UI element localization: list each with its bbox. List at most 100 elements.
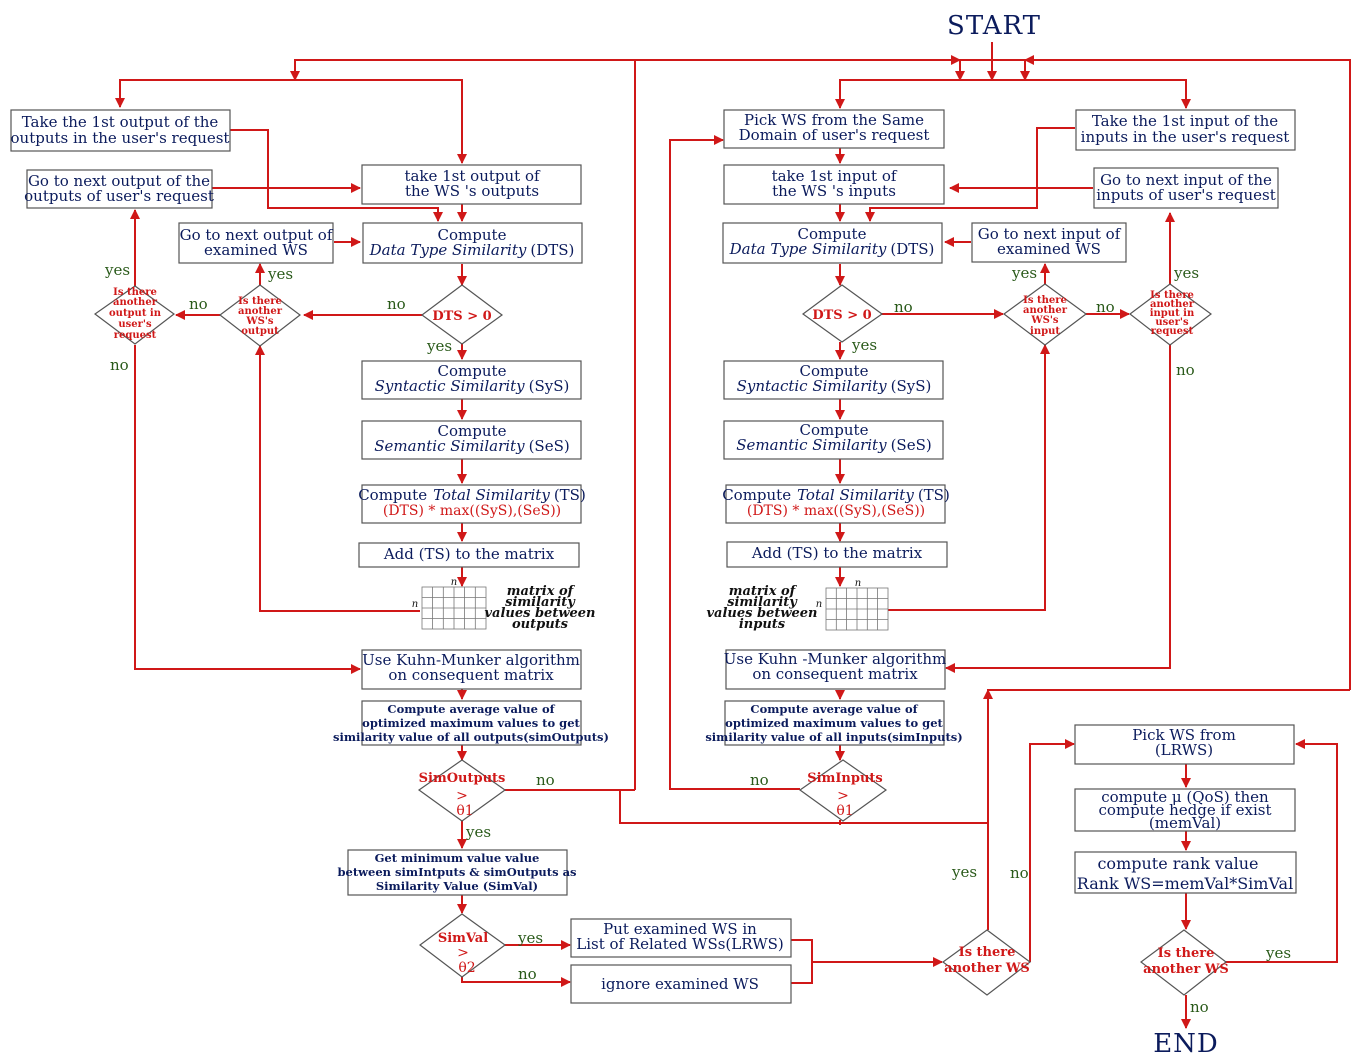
simval-gt: > bbox=[457, 945, 469, 961]
simoutputs-decision: SimOutputs > θ1 bbox=[417, 759, 507, 822]
left-compute-dts-line2: Data Type Similarity(DTS) bbox=[369, 241, 575, 259]
siminputs-label: SimInputs bbox=[807, 771, 882, 786]
simoutputs-label: SimOutputs bbox=[419, 771, 506, 786]
right-compute-sys-box: Compute Syntactic Similarity(SyS) bbox=[723, 360, 944, 400]
get-min-line2: between simIntputs & simOutputs as bbox=[337, 865, 576, 879]
right-matrix-n-top: n bbox=[855, 578, 861, 589]
pick-lrws-line1: Pick WS from bbox=[1132, 726, 1236, 744]
left-another-ws-output-l4: output bbox=[241, 326, 279, 337]
simval-theta: θ2 bbox=[458, 960, 475, 976]
right-compute-ses-line1: Compute bbox=[800, 421, 869, 439]
right-dts-decision: DTS > 0 bbox=[801, 284, 884, 343]
right-matrix: n n matrix of similarity values between … bbox=[706, 578, 889, 632]
left-another-output-request-l5: request bbox=[114, 330, 157, 341]
yes-label: yes bbox=[1173, 264, 1199, 282]
take-first-output-ws-line1: take 1st output of bbox=[404, 167, 541, 185]
right-average-line3: similarity value of all inputs(simInputs… bbox=[705, 730, 962, 744]
right-average-line1: Compute average value of bbox=[750, 702, 918, 716]
no-label: no bbox=[1096, 298, 1115, 316]
right-matrix-label-l2: similarity bbox=[727, 595, 798, 610]
left-sys-name: Syntactic Similarity bbox=[375, 377, 526, 395]
right-dts-name: Data Type Similarity bbox=[729, 240, 887, 258]
branch-labels: yes yes no no yes no no yes yes no no ye… bbox=[104, 261, 1291, 1016]
left-another-output-request-decision: Is there another output in user's reques… bbox=[93, 285, 176, 345]
take-first-input-ws-box: take 1st input of the WS 's inputs bbox=[723, 164, 945, 205]
rank-box: compute rank value Rank WS=memVal*SimVal bbox=[1074, 851, 1297, 894]
next-input-ws-line1: Go to next input of bbox=[978, 225, 1122, 243]
left-dts-decision: DTS > 0 bbox=[420, 284, 504, 345]
right-another-input-request-l3: input in bbox=[1150, 308, 1195, 319]
left-matrix-label-l3: values between bbox=[484, 606, 595, 621]
no-label: no bbox=[1010, 864, 1029, 882]
siminputs-theta: θ1 bbox=[836, 803, 853, 819]
left-another-output-request-l1: Is there bbox=[113, 287, 157, 298]
next-output-request-line2: outputs of user's request bbox=[24, 187, 214, 205]
pick-lrws-line2: (LRWS) bbox=[1155, 741, 1213, 759]
right-matrix-label-l3: values between bbox=[706, 606, 817, 621]
simoutputs-gt: > bbox=[456, 788, 468, 804]
no-label: no bbox=[189, 295, 208, 313]
no-label: no bbox=[110, 356, 129, 374]
left-matrix-n-left: n bbox=[412, 599, 418, 610]
next-output-ws-line2: examined WS bbox=[204, 241, 308, 259]
left-ses-name: Semantic Similarity bbox=[374, 437, 525, 455]
right-ts-formula: (DTS) * max((SyS),(SeS)) bbox=[747, 503, 925, 519]
right-compute-dts-line2: Data Type Similarity(DTS) bbox=[729, 240, 935, 258]
right-matrix-label-l1: matrix of bbox=[729, 584, 798, 599]
right-compute-dts-box: Compute Data Type Similarity(DTS) bbox=[722, 222, 943, 264]
right-ses-abbrev: (SeS) bbox=[891, 436, 932, 454]
left-kuhn-box: Use Kuhn-Munker algorithm on consequent … bbox=[361, 649, 582, 690]
right-another-ws-input-l2: another bbox=[1023, 305, 1068, 316]
right-another-input-request-l1: Is there bbox=[1150, 290, 1194, 301]
no-label: no bbox=[750, 771, 769, 789]
take-first-input-request-box: Take the 1st input of the inputs in the … bbox=[1075, 109, 1296, 151]
pick-lrws-box: Pick WS from (LRWS) bbox=[1074, 724, 1295, 765]
right-ts-compute: Compute bbox=[722, 486, 791, 504]
no-label: no bbox=[894, 298, 913, 316]
left-ts-abbrev: (TS) bbox=[554, 486, 586, 504]
simval-label: SimVal bbox=[438, 931, 488, 946]
another-ws-line2: another WS bbox=[944, 961, 1030, 976]
left-ses-abbrev: (SeS) bbox=[529, 437, 570, 455]
right-kuhn-line2: on consequent matrix bbox=[752, 665, 918, 683]
right-another-ws-input-l1: Is there bbox=[1023, 295, 1067, 306]
rank-line2: Rank WS=memVal*SimVal bbox=[1077, 874, 1293, 893]
yes-label: yes bbox=[104, 261, 130, 279]
put-ws-box: Put examined WS in List of Related WSs(L… bbox=[570, 918, 792, 958]
left-dts-condition: DTS > 0 bbox=[432, 309, 491, 324]
compute-mu-line2: compute hedge if exist bbox=[1099, 801, 1272, 819]
next-output-request-box: Go to next output of the outputs of user… bbox=[24, 169, 214, 209]
connectors bbox=[115, 42, 1351, 1029]
left-compute-sys-box: Compute Syntactic Similarity(SyS) bbox=[361, 360, 582, 400]
yes-label: yes bbox=[851, 336, 877, 354]
left-compute-sys-line2: Syntactic Similarity(SyS) bbox=[375, 377, 570, 395]
left-compute-ses-box: Compute Semantic Similarity(SeS) bbox=[361, 420, 582, 460]
pick-ws-domain-line1: Pick WS from the Same bbox=[744, 111, 924, 129]
next-output-ws-line1: Go to next output of bbox=[180, 226, 334, 244]
right-average-line2: optimized maximum values to get bbox=[725, 716, 943, 730]
yes-label: yes bbox=[426, 337, 452, 355]
take-first-input-request-line2: inputs in the user's request bbox=[1081, 128, 1290, 146]
right-another-ws-input-l3: WS's bbox=[1030, 315, 1059, 326]
right-add-ts-box: Add (TS) to the matrix bbox=[726, 541, 948, 568]
right-dts-abbrev: (DTS) bbox=[890, 240, 934, 258]
right-average-box: Compute average value of optimized maxim… bbox=[705, 700, 963, 746]
put-ws-line2: List of Related WSs(LRWS) bbox=[576, 935, 784, 953]
left-matrix-n-top: n bbox=[451, 577, 457, 588]
right-another-input-request-l5: request bbox=[1151, 326, 1194, 337]
left-sys-abbrev: (SyS) bbox=[529, 377, 570, 395]
right-sys-name: Syntactic Similarity bbox=[737, 377, 888, 395]
right-kuhn-box: Use Kuhn -Munker algorithm on consequent… bbox=[724, 649, 946, 690]
siminputs-gt: > bbox=[837, 788, 849, 804]
next-input-request-line2: inputs of user's request bbox=[1096, 186, 1275, 204]
right-compute-sys-line2: Syntactic Similarity(SyS) bbox=[737, 377, 932, 395]
left-matrix: n n matrix of similarity values between … bbox=[412, 577, 596, 632]
next-input-request-line1: Go to next input of the bbox=[1100, 171, 1272, 189]
another-ws-decision-2: Is there another WS bbox=[1140, 929, 1229, 996]
next-output-request-line1: Go to next output of the bbox=[28, 172, 210, 190]
left-average-line1: Compute average value of bbox=[387, 702, 555, 716]
right-sys-abbrev: (SyS) bbox=[891, 377, 932, 395]
